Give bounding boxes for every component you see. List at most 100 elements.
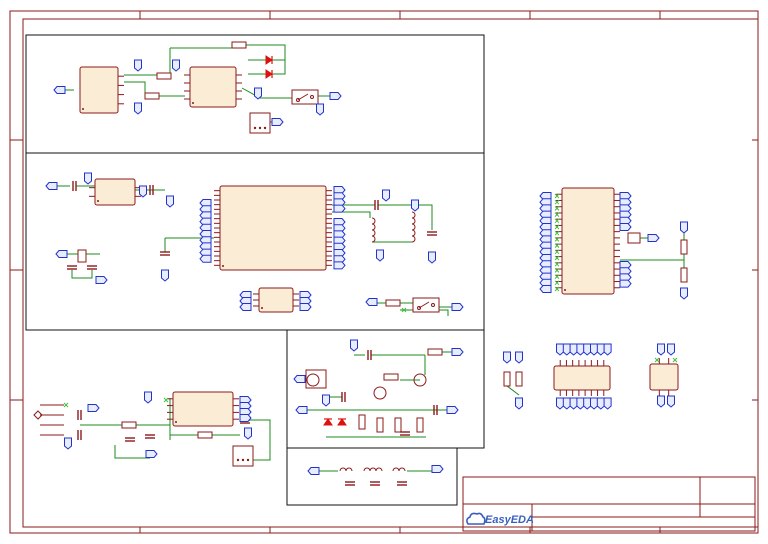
capacitor[interactable] bbox=[77, 410, 82, 420]
inductor[interactable] bbox=[339, 467, 353, 472]
resistor[interactable] bbox=[156, 72, 172, 80]
net-flag[interactable] bbox=[657, 343, 665, 356]
resistor[interactable] bbox=[416, 417, 424, 433]
net-flag[interactable] bbox=[295, 406, 308, 414]
net-flag[interactable] bbox=[161, 269, 169, 282]
net-flag[interactable] bbox=[428, 251, 436, 264]
net-flag[interactable] bbox=[87, 404, 100, 412]
capacitor[interactable] bbox=[397, 481, 407, 486]
net-flag[interactable] bbox=[239, 414, 252, 422]
net-flag[interactable] bbox=[166, 195, 174, 208]
transducer[interactable] bbox=[306, 373, 320, 387]
resistor[interactable] bbox=[121, 421, 137, 429]
net-flag[interactable] bbox=[333, 261, 346, 270]
ic-u7[interactable] bbox=[649, 358, 679, 396]
resistor[interactable] bbox=[144, 92, 160, 100]
ic-u5[interactable] bbox=[556, 187, 620, 295]
net-flag[interactable] bbox=[53, 86, 66, 94]
net-flag[interactable] bbox=[446, 406, 459, 414]
components[interactable] bbox=[33, 41, 688, 486]
inductor[interactable] bbox=[392, 467, 406, 472]
resistor[interactable] bbox=[427, 348, 443, 356]
net-flag[interactable] bbox=[64, 437, 72, 450]
net-flag[interactable] bbox=[562, 397, 571, 410]
net-flag[interactable] bbox=[244, 427, 252, 440]
net-flag[interactable] bbox=[451, 303, 464, 311]
net-flag[interactable] bbox=[411, 199, 419, 212]
net-flag[interactable] bbox=[431, 465, 444, 473]
ic-u2[interactable] bbox=[184, 66, 242, 108]
net-flag[interactable] bbox=[583, 397, 592, 410]
net-flag[interactable] bbox=[667, 395, 675, 408]
capacitor[interactable] bbox=[67, 265, 77, 270]
resistor[interactable] bbox=[376, 417, 384, 433]
capacitor[interactable] bbox=[370, 481, 380, 486]
crystal[interactable] bbox=[77, 249, 87, 263]
resistor[interactable] bbox=[231, 41, 247, 49]
net-flag[interactable] bbox=[271, 118, 284, 126]
net-flag[interactable] bbox=[139, 185, 147, 198]
net-flag[interactable] bbox=[569, 397, 578, 410]
capacitor[interactable] bbox=[400, 431, 410, 436]
net-flag[interactable] bbox=[45, 182, 58, 190]
net-flag[interactable] bbox=[647, 234, 660, 242]
resistor[interactable] bbox=[394, 417, 402, 433]
resistor[interactable] bbox=[197, 431, 213, 439]
resistor[interactable] bbox=[383, 373, 399, 381]
net-flag[interactable] bbox=[569, 343, 578, 356]
capacitor[interactable] bbox=[427, 231, 437, 236]
net-flag[interactable] bbox=[680, 221, 688, 234]
ic-mcu[interactable] bbox=[214, 185, 332, 271]
net-flag[interactable] bbox=[503, 351, 511, 364]
net-flag[interactable] bbox=[576, 397, 585, 410]
resistor[interactable] bbox=[358, 414, 366, 430]
capacitor[interactable] bbox=[125, 437, 135, 442]
capacitor[interactable] bbox=[341, 392, 346, 402]
net-flag[interactable] bbox=[239, 303, 252, 311]
resistor[interactable] bbox=[680, 267, 688, 283]
capacitor[interactable] bbox=[160, 251, 170, 256]
net-flag[interactable] bbox=[382, 189, 390, 202]
capacitor[interactable] bbox=[77, 430, 82, 440]
net-flag[interactable] bbox=[144, 391, 152, 404]
resistor[interactable] bbox=[515, 371, 523, 387]
net-flag[interactable] bbox=[556, 397, 564, 410]
inductor[interactable] bbox=[371, 217, 376, 243]
net-flag[interactable] bbox=[539, 285, 552, 293]
net-flag[interactable] bbox=[603, 397, 612, 410]
jumper[interactable] bbox=[627, 232, 641, 244]
capacitor[interactable] bbox=[433, 405, 438, 415]
net-flag[interactable] bbox=[307, 467, 320, 475]
ic-u3[interactable] bbox=[89, 178, 141, 206]
net-flag[interactable] bbox=[333, 204, 346, 213]
inductor[interactable] bbox=[363, 467, 383, 472]
switch-relay[interactable] bbox=[412, 297, 440, 313]
resistor[interactable] bbox=[503, 371, 511, 387]
capacitor[interactable] bbox=[149, 185, 154, 195]
net-flag[interactable] bbox=[322, 394, 330, 407]
net-flag[interactable] bbox=[145, 450, 158, 458]
capacitor[interactable] bbox=[374, 200, 379, 210]
connector-j1[interactable] bbox=[249, 112, 271, 134]
net-flag[interactable] bbox=[596, 343, 605, 356]
ic-u1[interactable] bbox=[79, 66, 124, 114]
net-flag[interactable] bbox=[350, 339, 358, 352]
net-flag[interactable] bbox=[515, 397, 523, 410]
ic-u6[interactable] bbox=[553, 360, 611, 396]
capacitor[interactable] bbox=[72, 181, 77, 191]
net-flag[interactable] bbox=[365, 298, 378, 306]
led[interactable] bbox=[265, 55, 273, 65]
net-flag[interactable] bbox=[667, 343, 675, 356]
transistor-q1[interactable] bbox=[373, 386, 387, 400]
diode[interactable] bbox=[337, 418, 347, 426]
net-flag[interactable] bbox=[172, 59, 180, 72]
diode[interactable] bbox=[323, 418, 333, 426]
switch-relay[interactable] bbox=[291, 89, 319, 105]
capacitor[interactable] bbox=[87, 265, 97, 270]
ic-amp[interactable] bbox=[167, 391, 239, 427]
net-flag[interactable] bbox=[657, 395, 665, 408]
ic-u4[interactable] bbox=[253, 287, 299, 313]
net-flag[interactable] bbox=[55, 250, 68, 258]
net-flag[interactable] bbox=[562, 343, 571, 356]
